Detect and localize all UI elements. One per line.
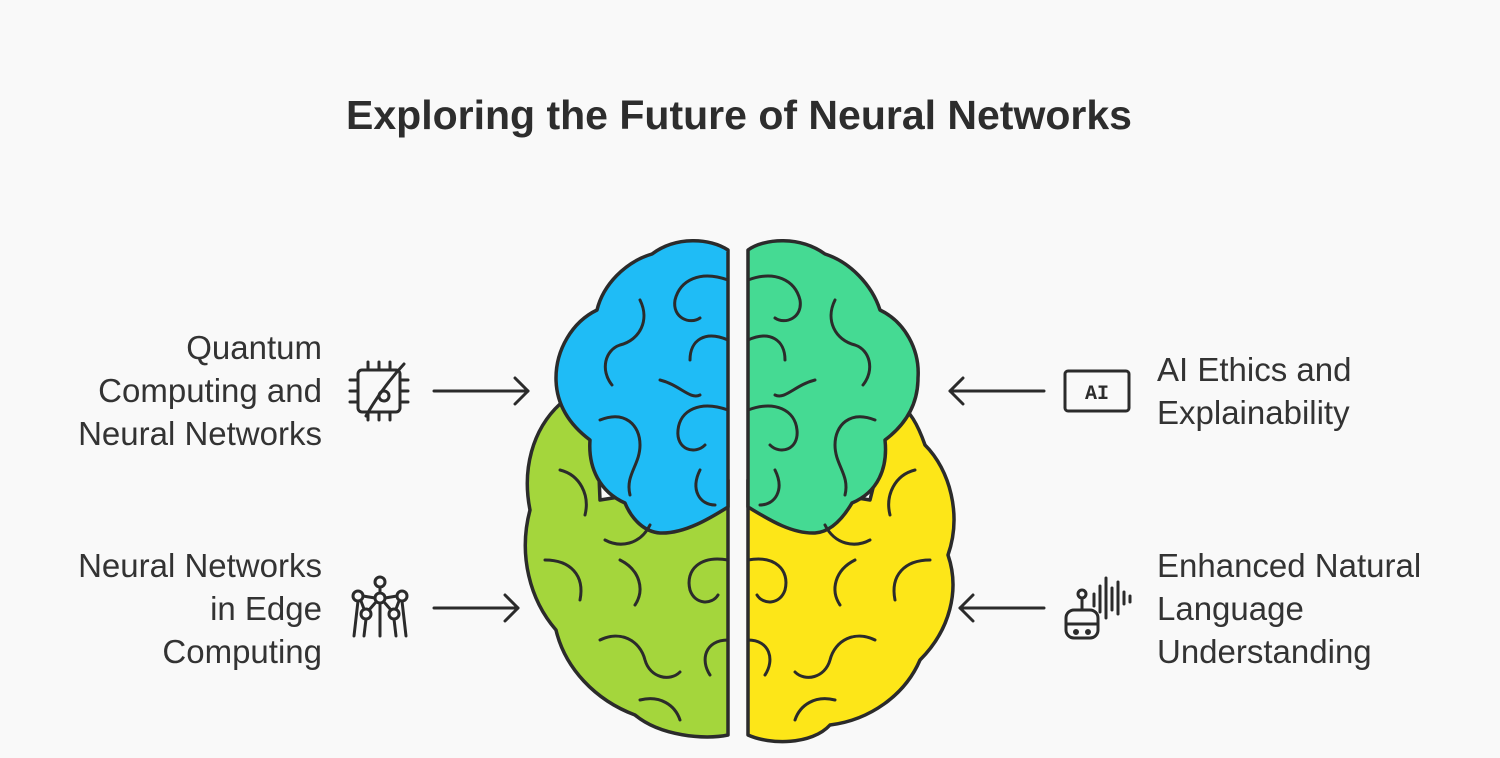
brain-region-left-top xyxy=(554,239,730,535)
brain-region-right-bottom xyxy=(746,398,956,744)
ai-badge-icon: AI xyxy=(1063,369,1131,413)
edge-network-icon xyxy=(351,575,409,638)
brain-region-left-bottom xyxy=(523,378,730,739)
diagram-title: Exploring the Future of Neural Networks xyxy=(346,92,1132,138)
label-ai-ethics: AI Ethics and Explainability xyxy=(1157,351,1352,431)
label-quantum-computing: Quantum Computing and Neural Networks xyxy=(78,329,322,452)
arrow-quantum xyxy=(432,376,530,406)
brain-region-right-top xyxy=(746,239,920,535)
arrow-ethics xyxy=(948,376,1046,406)
label-edge-computing: Neural Networks in Edge Computing xyxy=(78,547,322,670)
quantum-chip-icon xyxy=(348,360,410,422)
label-natural-language: Enhanced Natural Language Understanding xyxy=(1157,547,1422,670)
ai-badge-text: AI xyxy=(1085,383,1109,406)
arrow-nlu xyxy=(958,593,1046,623)
arrow-edge xyxy=(432,593,520,623)
voice-robot-icon xyxy=(1064,576,1132,640)
